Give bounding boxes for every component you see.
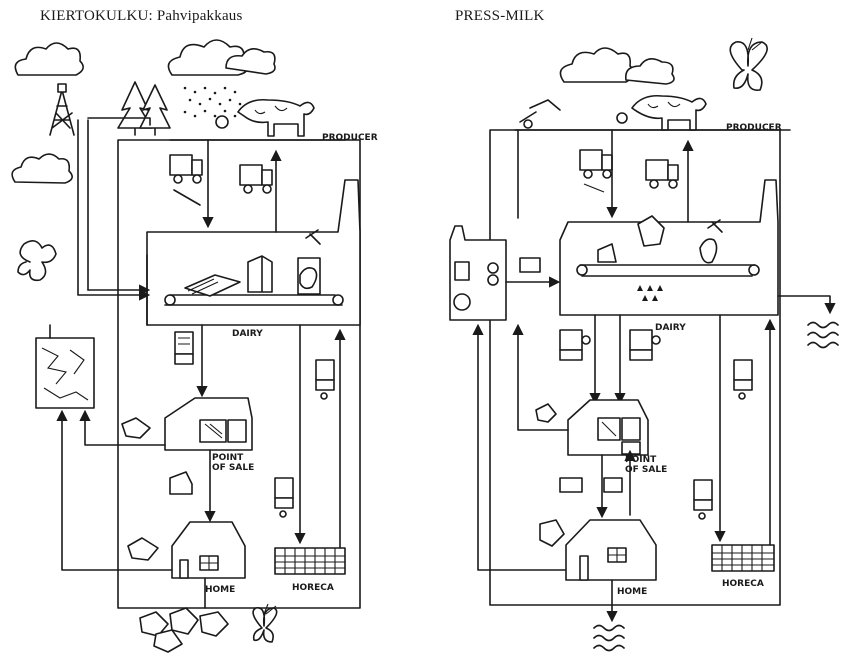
butterfly-icon [730, 38, 767, 90]
truck-icon [175, 332, 193, 364]
oil-derrick-icon [50, 84, 74, 135]
cardboard-scrap-icon [536, 404, 556, 422]
right-diagram: PRODUCER DAIRY [450, 38, 838, 651]
truck-icon [170, 155, 202, 205]
truck-icon [646, 160, 678, 188]
water-waves-icon [808, 323, 838, 348]
home-label: HOME [617, 587, 647, 597]
of-sale-label: OF SALE [212, 463, 254, 473]
left-diagram: PRODUCER [12, 40, 378, 652]
tractor-icon [520, 100, 560, 128]
of-sale-label: OF SALE [625, 465, 667, 475]
incinerator-icon [18, 241, 94, 408]
truck-icon [630, 330, 660, 360]
truck-icon [316, 360, 334, 399]
horeca-label: HORECA [292, 583, 334, 593]
cloud-icon [560, 48, 634, 82]
cardboard-scrap-icon [128, 538, 158, 560]
cloud-icon [626, 59, 674, 84]
carton-icon [170, 472, 192, 494]
cardboard-waste-icon [140, 608, 228, 652]
cow-icon [617, 96, 706, 130]
water-waves-icon [594, 626, 624, 651]
point-label: POINT [212, 453, 244, 463]
cardboard-scrap-icon [122, 418, 150, 438]
cloud-icon [12, 154, 72, 183]
truck-icon [275, 478, 293, 517]
truck-icon [580, 150, 612, 192]
horeca-building [275, 548, 345, 574]
cow-icon [216, 100, 314, 136]
carton-icon [248, 256, 272, 292]
truck-icon [560, 330, 590, 360]
carton-icon [520, 258, 540, 272]
truck-icon [694, 480, 712, 519]
point-of-sale-building [568, 400, 648, 455]
carton-icon [560, 478, 582, 492]
home-building [566, 520, 656, 580]
truck-icon [240, 165, 272, 193]
dairy-label: DAIRY [655, 323, 686, 333]
cardboard-scrap-icon [540, 520, 564, 546]
dairy-building [560, 180, 778, 315]
carton-icon [604, 478, 622, 492]
rain-cloud-icon [168, 40, 247, 117]
horeca-label: HORECA [722, 579, 764, 589]
point-of-sale-building [165, 398, 252, 450]
tree-icon [140, 85, 170, 135]
home-building [172, 522, 245, 578]
cloud-icon [15, 43, 83, 75]
producer-label: PRODUCER [726, 123, 782, 133]
dairy-label: DAIRY [232, 329, 263, 339]
press-unit-building [450, 226, 506, 320]
home-label: HOME [205, 585, 235, 595]
truck-icon [734, 360, 752, 399]
butterfly-icon [253, 604, 277, 642]
producer-label: PRODUCER [322, 133, 378, 143]
horeca-building [712, 545, 774, 571]
dairy-building [147, 180, 360, 325]
